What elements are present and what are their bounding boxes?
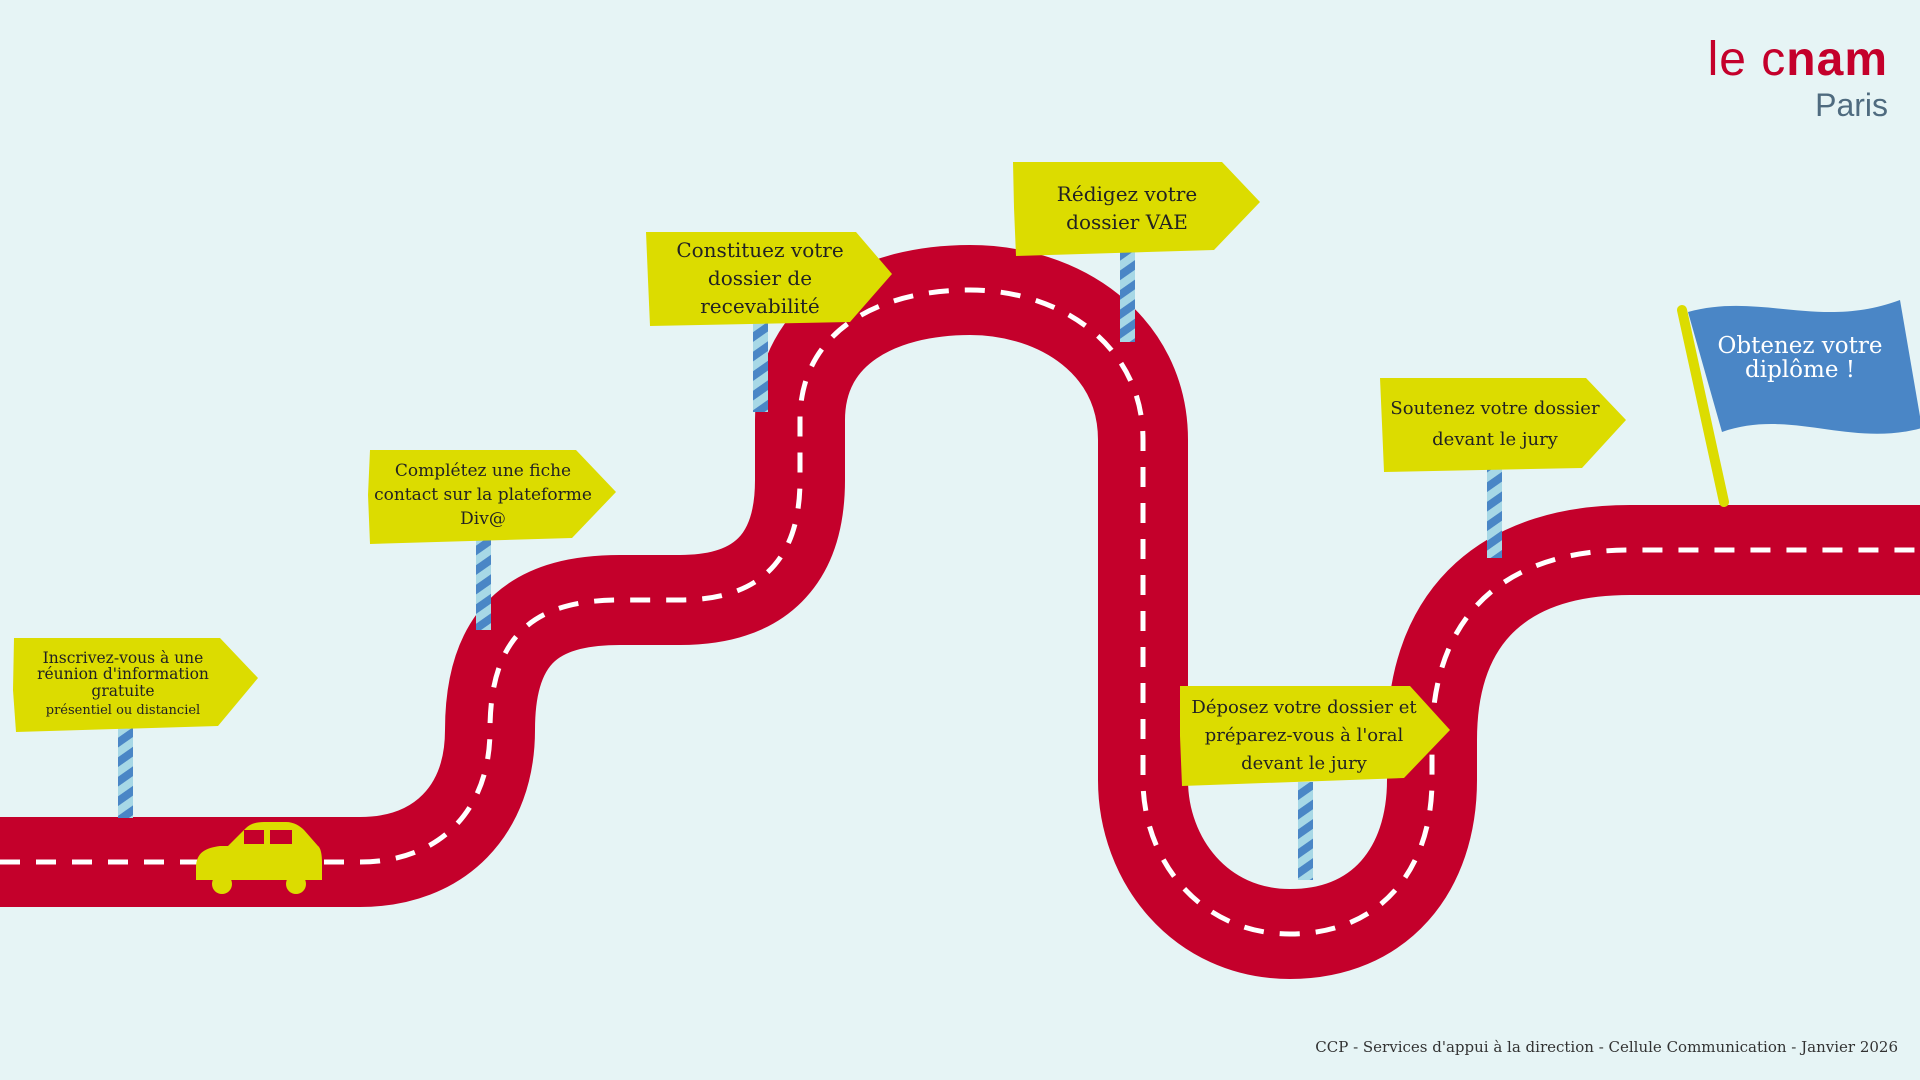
sign-board-5 — [1180, 686, 1450, 786]
flag-icon — [1677, 300, 1920, 507]
goal-label: Obtenez votre diplôme ! — [1717, 333, 1883, 384]
cnam-logo: le cnam Paris — [1708, 36, 1888, 123]
sign-board-3 — [646, 232, 892, 326]
step-1-sign: Inscrivez-vous à une réunion d'informati… — [18, 640, 228, 728]
sign-boards — [13, 162, 1626, 786]
sign-post-6 — [1487, 468, 1502, 558]
sign-post-1 — [118, 728, 133, 818]
car-wheel-front — [286, 874, 306, 894]
logo-brand: le cnam — [1707, 33, 1888, 86]
step-2-sign: Complétez une fiche contact sur la plate… — [372, 452, 594, 540]
flag-cloth — [1688, 300, 1920, 434]
road-center-line — [0, 287, 1920, 937]
sign-post-4 — [1120, 252, 1135, 342]
sign-board-1 — [13, 638, 258, 732]
sign-post-5 — [1298, 782, 1313, 880]
step-6-sign: Soutenez votre dossier devant le jury — [1386, 380, 1604, 470]
car-window-rear — [244, 830, 264, 844]
step-5-sign: Déposez votre dossier et préparez-vous à… — [1184, 688, 1424, 784]
step-2-label: Complétez une fiche contact sur la plate… — [374, 461, 592, 529]
sign-board-6 — [1380, 378, 1626, 472]
step-3-sign: Constituez votre dossier de recevabilité — [650, 234, 870, 322]
car-icon — [196, 822, 322, 894]
car-window-front — [270, 830, 292, 844]
footer-credit: CCP - Services d'appui à la direction - … — [1315, 1038, 1898, 1056]
step-3-label: Constituez votre dossier de recevabilité — [676, 238, 844, 318]
sign-board-4 — [1013, 162, 1260, 256]
logo-city: Paris — [1815, 87, 1888, 123]
sign-post-2 — [476, 538, 491, 630]
road — [0, 245, 1920, 979]
sign-board-2 — [368, 450, 616, 544]
step-4-label: Rédigez votre dossier VAE — [1056, 182, 1198, 234]
flag-pole — [1677, 305, 1729, 507]
step-6-label: Soutenez votre dossier devant le jury — [1390, 398, 1600, 450]
car-wheel-rear — [212, 874, 232, 894]
sign-post-3 — [753, 320, 768, 412]
step-1-note: présentiel ou distanciel — [45, 702, 201, 718]
step-1-label: Inscrivez-vous à une réunion d'informati… — [37, 649, 209, 700]
sign-posts — [118, 252, 1502, 880]
step-5-label: Déposez votre dossier et préparez-vous à… — [1191, 697, 1417, 774]
step-4-sign: Rédigez votre dossier VAE — [1018, 164, 1236, 252]
